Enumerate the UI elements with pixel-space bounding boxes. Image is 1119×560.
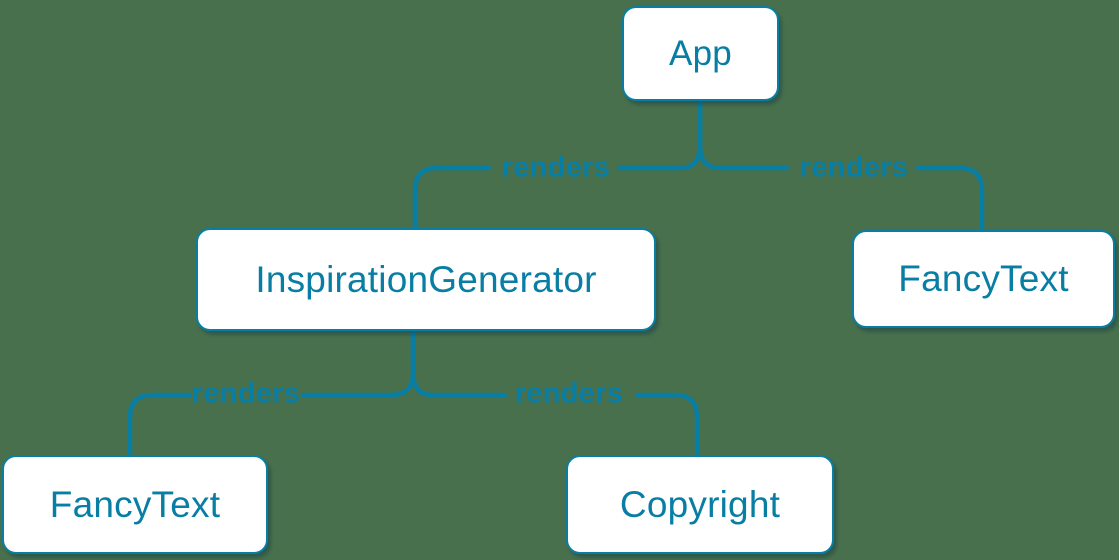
edge-label-renders-inspiration-generator-copyright: renders — [514, 377, 624, 410]
edge-label-renders-app-inspiration-generator: renders — [501, 151, 611, 184]
node-fancy-text-top: FancyText — [852, 230, 1115, 328]
edge-inspiration-generator-to-copyright — [410, 330, 700, 456]
node-inspiration-generator: InspirationGenerator — [196, 228, 656, 331]
edge-app-to-fancy-text — [697, 98, 985, 231]
node-fancy-text-bottom: FancyText — [2, 455, 268, 554]
edge-label-renders-app-fancy-text: renders — [799, 151, 909, 184]
node-app: App — [622, 6, 779, 101]
edge-label-renders-inspiration-generator-fancy-text: renders — [191, 377, 301, 410]
node-copyright: Copyright — [566, 455, 834, 554]
